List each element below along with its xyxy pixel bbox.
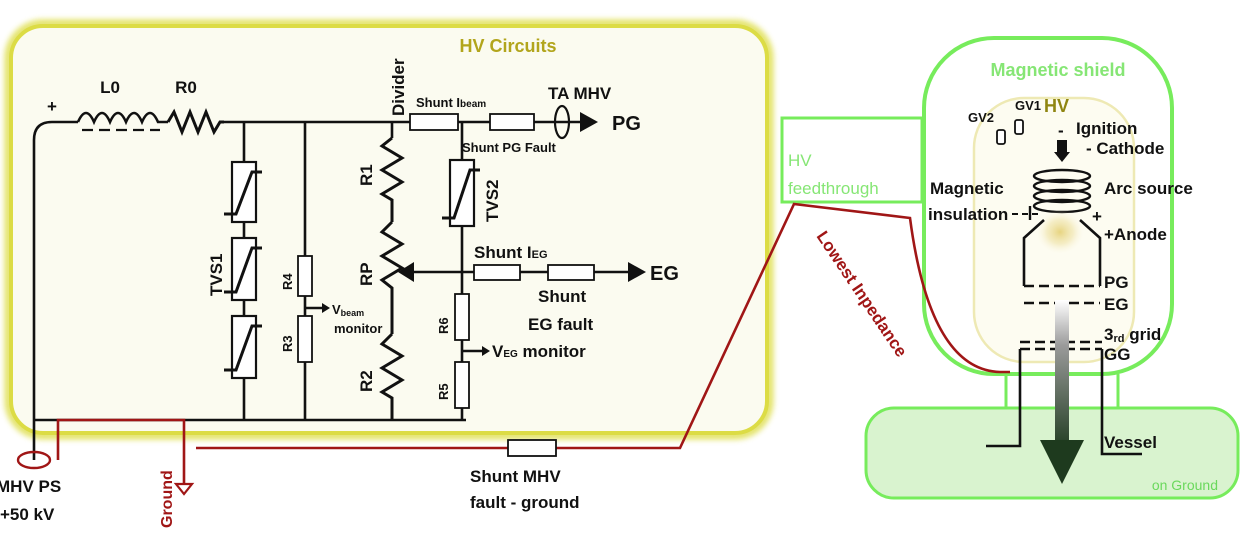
l0-label: L0 — [100, 78, 120, 97]
arc-source-label: Arc source — [1104, 179, 1193, 198]
anode-label: +Anode — [1104, 225, 1167, 244]
shunt-pg-fault-label: Shunt PG Fault — [462, 140, 557, 155]
gas-valves — [996, 119, 1024, 145]
resistor-r2 — [379, 332, 405, 420]
eg-arrow — [628, 262, 646, 282]
magnetic-label: Magnetic — [930, 179, 1004, 198]
tvs2-label: TVS2 — [483, 179, 502, 222]
r6-label: R6 — [436, 317, 451, 334]
tvs1-stack — [224, 160, 262, 380]
vbeam-monitor-label: Vbeam — [332, 302, 364, 318]
shunt-ieg — [473, 264, 521, 281]
hv-feedthrough-box — [780, 116, 924, 204]
shunt-ieg-label: Shunt IEG — [474, 243, 548, 262]
inductor-l0 — [76, 111, 168, 132]
resistor-r4 — [297, 255, 313, 297]
ignition-line1: Ignition — [1076, 119, 1137, 138]
on-ground-label: on Ground — [1152, 477, 1218, 493]
ground-symbol — [173, 482, 195, 496]
tvs2 — [442, 168, 480, 220]
resistor-r3 — [297, 315, 313, 363]
mhv-ps-line1: MHV PS — [0, 477, 61, 496]
magnetic-shield-label: Magnetic shield — [990, 60, 1125, 80]
hv-feedthrough-line2: feedthrough — [788, 179, 879, 198]
tvs1-label: TVS1 — [207, 253, 226, 296]
plus-sign: + — [47, 97, 57, 116]
r5-label: R5 — [436, 383, 451, 400]
lowest-impedance-label: Lowest Inpedance — [813, 228, 911, 361]
hv-feedthrough-line1: HV — [788, 151, 812, 170]
shunt-mhv-fault-line2: fault - ground — [470, 493, 580, 512]
vbeam-arrow — [322, 303, 330, 313]
mhv-ps-toroid — [16, 450, 52, 470]
resistor-r0 — [166, 107, 224, 137]
resistor-r5 — [454, 361, 470, 409]
gg-lead-left — [986, 349, 1022, 448]
r2-label: R2 — [357, 370, 376, 392]
r3-label: R3 — [280, 335, 295, 352]
eg-output-label: EG — [650, 263, 679, 285]
ignition-electrode — [1057, 140, 1067, 152]
shunt-mhv-fault — [507, 439, 557, 457]
rp-wiper-arrow — [398, 262, 414, 282]
resistor-rp — [379, 220, 405, 334]
hv-circuits-label: HV Circuits — [459, 36, 556, 56]
r4-label: R4 — [280, 273, 295, 290]
r0-label: R0 — [175, 78, 197, 97]
shunt-ibeam — [409, 113, 459, 131]
shunt-eg-fault-line1: Shunt — [538, 287, 586, 306]
mhv-ps-line2: +50 kV — [0, 505, 55, 524]
veg-monitor-label: VEG monitor — [492, 342, 586, 361]
pg-arrow — [580, 112, 598, 132]
shunt-ibeam-label: Shunt Ibeam — [416, 95, 486, 110]
vbeam-monitor-line2: monitor — [334, 321, 382, 336]
vessel-label: Vessel — [1104, 433, 1157, 452]
cathode-minus: - — [1058, 121, 1064, 140]
ta-mhv-toroid — [553, 104, 571, 140]
divider-label: Divider — [389, 58, 408, 116]
ignition-line2: - Cathode — [1086, 139, 1164, 158]
rp-label: RP — [357, 262, 376, 286]
ground-label: Ground — [159, 470, 176, 528]
third-grid-label: 3rd grid — [1104, 325, 1161, 345]
gg-lead-right — [1100, 349, 1142, 456]
beam-arrow — [1040, 440, 1084, 484]
resistor-r6 — [454, 293, 470, 341]
pg-output-label: PG — [612, 113, 641, 135]
r1-label: R1 — [357, 164, 376, 186]
gg-grid-label: GG — [1104, 345, 1130, 364]
gv2-label: GV2 — [968, 110, 994, 125]
insulation-label: insulation — [928, 205, 1008, 224]
shunt-pg-fault — [489, 113, 535, 131]
shunt-eg-fault — [547, 264, 595, 281]
pg-grid-label: PG — [1104, 273, 1129, 292]
plasma-glow — [1036, 210, 1084, 254]
veg-arrow — [482, 346, 490, 356]
shunt-eg-fault-line2: EG fault — [528, 315, 594, 334]
anode-chamber — [1022, 219, 1045, 286]
ion-beam — [1055, 300, 1069, 452]
eg-grid-label: EG — [1104, 295, 1129, 314]
anode-plus: + — [1092, 207, 1102, 226]
shunt-mhv-fault-line1: Shunt MHV — [470, 467, 561, 486]
gv1-label: GV1 — [1015, 98, 1041, 113]
ta-mhv-label: TA MHV — [548, 84, 612, 103]
hv-source-label: HV — [1044, 96, 1069, 116]
resistor-r1 — [379, 136, 405, 222]
